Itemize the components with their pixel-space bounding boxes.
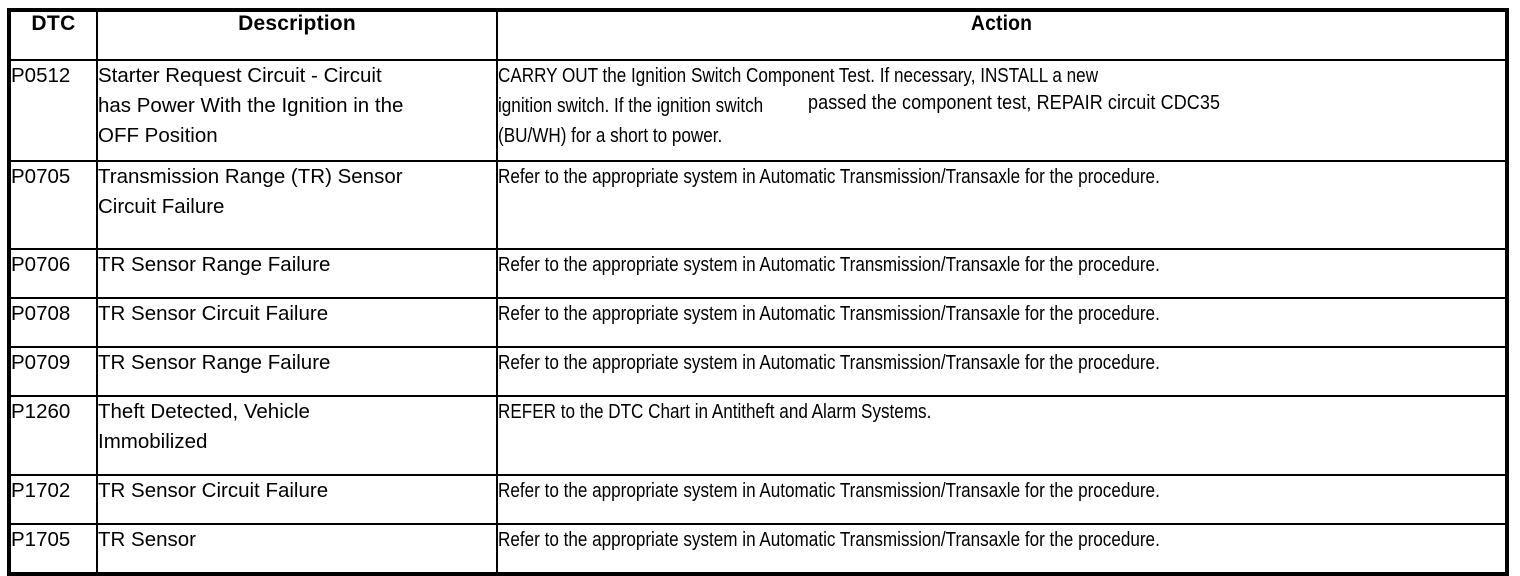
description-line: Circuit Failure	[98, 195, 225, 218]
action-text: (BU/WH) for a short to power.	[498, 125, 723, 147]
header-row: DTC Description Action	[8, 9, 1507, 61]
action-text: Refer to the appropriate system in Autom…	[498, 303, 1160, 325]
action-text: ignition switch. If the ignition switch	[498, 95, 764, 117]
description-line: Theft Detected, Vehicle	[98, 400, 310, 423]
action-line: Refer to the appropriate system in Autom…	[498, 250, 1505, 280]
cell-dtc-code: P1702	[8, 474, 98, 525]
column-header-action: Action	[536, 9, 1468, 61]
description-line: TR Sensor Circuit Failure	[98, 479, 329, 502]
column-header-dtc: DTC	[8, 9, 98, 61]
cell-action: Refer to the appropriate system in Autom…	[496, 248, 1508, 299]
description-line: Transmission Range (TR) Sensor	[98, 165, 403, 188]
action-text: Refer to the appropriate system in Autom…	[498, 480, 1160, 502]
cell-action: Refer to the appropriate system in Autom…	[496, 297, 1508, 348]
action-line: CARRY OUT the Ignition Switch Component …	[498, 61, 1505, 91]
cell-action: REFER to the DTC Chart in Antitheft and …	[496, 395, 1508, 476]
action-text: Refer to the appropriate system in Autom…	[498, 166, 1160, 188]
cell-dtc-code: P0708	[8, 297, 98, 348]
cell-dtc-code: P0709	[8, 346, 98, 397]
action-text: REFER to the DTC Chart in Antitheft and …	[498, 401, 932, 423]
action-line: REFER to the DTC Chart in Antitheft and …	[498, 397, 1505, 427]
cell-action: Refer to the appropriate system in Autom…	[496, 523, 1508, 575]
cell-description: TR Sensor Range Failure	[96, 248, 498, 299]
description-line: TR Sensor Range Failure	[98, 253, 331, 276]
column-header-description: Description	[96, 9, 498, 61]
action-text: Refer to the appropriate system in Autom…	[498, 529, 1160, 551]
action-text: Refer to the appropriate system in Autom…	[498, 254, 1160, 276]
cell-description: TR Sensor Circuit Failure	[96, 474, 498, 525]
action-line: ignition switch. If the ignition switch …	[498, 91, 1505, 121]
action-text-correction: passed the component test, REPAIR circui…	[808, 92, 1221, 114]
cell-dtc-code: P0512	[8, 59, 98, 162]
description-line: Immobilized	[98, 430, 208, 453]
description-line: OFF Position	[98, 124, 218, 147]
action-text: CARRY OUT the Ignition Switch Component …	[498, 65, 1099, 87]
description-line: TR Sensor Range Failure	[98, 351, 331, 374]
cell-description: TR Sensor Circuit Failure	[96, 297, 498, 348]
action-line: Refer to the appropriate system in Autom…	[498, 525, 1505, 555]
cell-description: TR Sensor	[96, 523, 498, 575]
action-line: Refer to the appropriate system in Autom…	[498, 476, 1505, 506]
action-line: Refer to the appropriate system in Autom…	[498, 348, 1505, 378]
description-line: TR Sensor	[98, 528, 196, 551]
cell-dtc-code: P0706	[8, 248, 98, 299]
action-line: (BU/WH) for a short to power.	[498, 121, 1505, 151]
cell-description: TR Sensor Range Failure	[96, 346, 498, 397]
cell-dtc-code: P1705	[8, 523, 98, 575]
cell-description: Starter Request Circuit - Circuit has Pow…	[96, 59, 498, 162]
table-header: DTC Description Action	[8, 9, 1507, 61]
description-line: has Power With the Ignition in the	[98, 94, 404, 117]
cell-action: Refer to the appropriate system in Autom…	[496, 346, 1508, 397]
description-line: TR Sensor Circuit Failure	[98, 302, 329, 325]
cell-action: Refer to the appropriate system in Autom…	[496, 474, 1508, 525]
cell-action: Refer to the appropriate system in Autom…	[496, 160, 1508, 250]
description-line: Starter Request Circuit - Circuit	[98, 64, 382, 87]
cell-dtc-code: P0705	[8, 160, 98, 250]
action-line: Refer to the appropriate system in Autom…	[498, 162, 1505, 192]
action-line: Refer to the appropriate system in Autom…	[498, 299, 1505, 329]
action-text: Refer to the appropriate system in Autom…	[498, 352, 1160, 374]
cell-action: CARRY OUT the Ignition Switch Component …	[496, 59, 1508, 162]
cell-dtc-code: P1260	[8, 395, 98, 476]
